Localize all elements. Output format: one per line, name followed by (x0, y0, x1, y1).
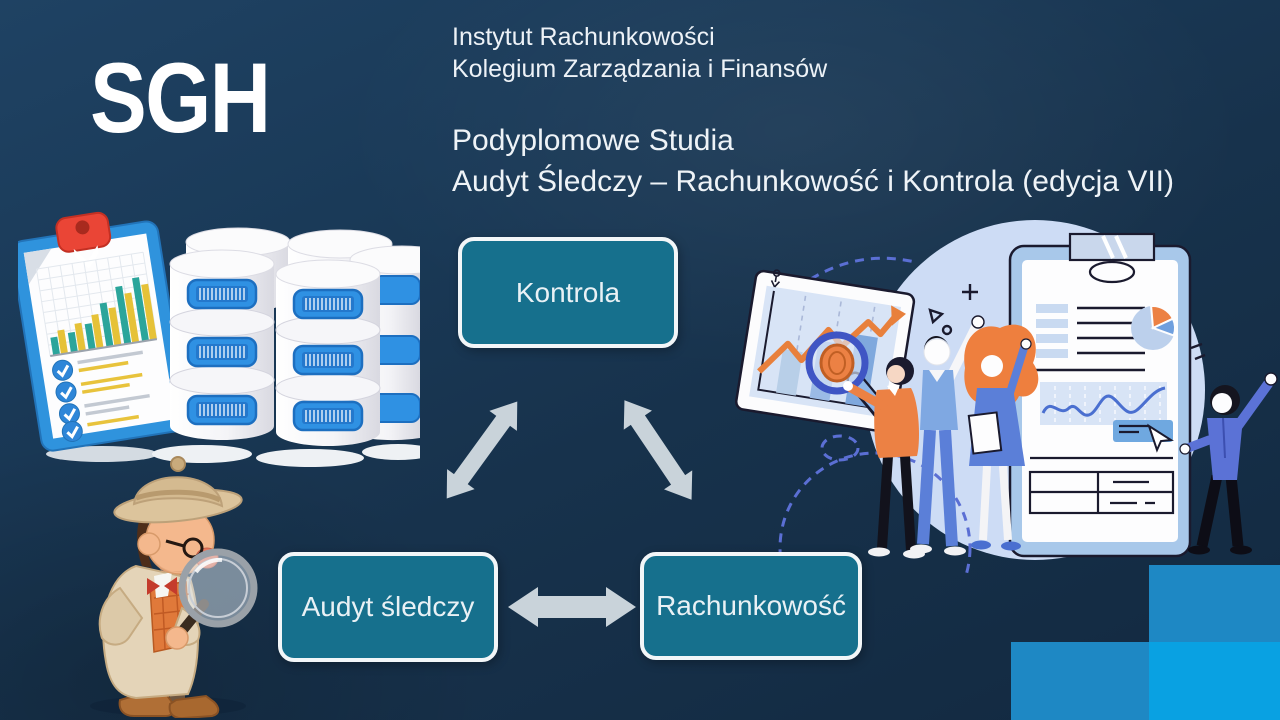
wave-chart (1040, 382, 1167, 425)
institute-line2: Kolegium Zarządzania i Finansów (452, 55, 828, 83)
checklist (52, 350, 150, 442)
diagram-node-kontrola: Kontrola (458, 237, 678, 348)
db-labels (186, 278, 258, 426)
report-clipboard (1008, 232, 1192, 558)
detective-bowtie (147, 577, 177, 595)
program-title: Podyplomowe Studia Audyt Śledczy – Rachu… (452, 120, 1174, 202)
arrow-audyt-rachunkowosc (508, 587, 636, 627)
db-stack-front-left (169, 249, 275, 440)
cursor-icon (1147, 423, 1174, 453)
detective-glasses (182, 537, 204, 559)
person-far-right (1179, 372, 1278, 555)
arrow-audyt-kontrola (432, 391, 532, 509)
program-line2: Audyt Śledczy – Rachunkowość i Kontrola … (452, 165, 1175, 198)
diagram-node-rachunkowosc: Rachunkowość (640, 552, 862, 660)
bar-chart (50, 277, 158, 357)
person-blue-vest (910, 315, 985, 556)
decor-square-bottom-right (1149, 642, 1280, 720)
detective-hand (165, 626, 189, 650)
db-stack-front-right (275, 259, 381, 446)
magnifying-glass-icon (178, 548, 258, 628)
audit-report-clipboard-illustration (18, 211, 183, 462)
detective-with-magnifier-illustration (90, 456, 258, 718)
program-line1: Podyplomowe Studia (452, 124, 734, 157)
button-with-cursor (1113, 420, 1174, 453)
team-analyzing-reports-illustration (735, 220, 1278, 578)
sparkle-decor (928, 284, 1206, 361)
person-woman-book (964, 324, 1039, 551)
node-label: Rachunkowość (656, 590, 846, 621)
institute-line1: Instytut Rachunkowości (452, 23, 715, 51)
db-labels (292, 288, 364, 432)
decor-square-bottom-left (1011, 642, 1149, 720)
person-orange-sweater (843, 357, 925, 559)
institute-header: Instytut Rachunkowości Kolegium Zarządza… (452, 21, 827, 85)
diagram-node-audyt-sledczy: Audyt śledczy (278, 552, 498, 662)
decor-square-right-upper (1149, 565, 1280, 642)
arrow-kontrola-rachunkowosc (610, 390, 706, 510)
report-text-lines (1036, 304, 1145, 372)
report-table (1028, 470, 1175, 515)
node-label: Audyt śledczy (301, 591, 475, 622)
sgh-logo: SGH (90, 42, 271, 153)
pie-chart (1131, 305, 1176, 350)
node-label: Kontrola (515, 276, 621, 308)
detective-hat (113, 456, 243, 524)
clipboard-clip (55, 211, 112, 269)
database-stacks-illustration (152, 227, 420, 467)
